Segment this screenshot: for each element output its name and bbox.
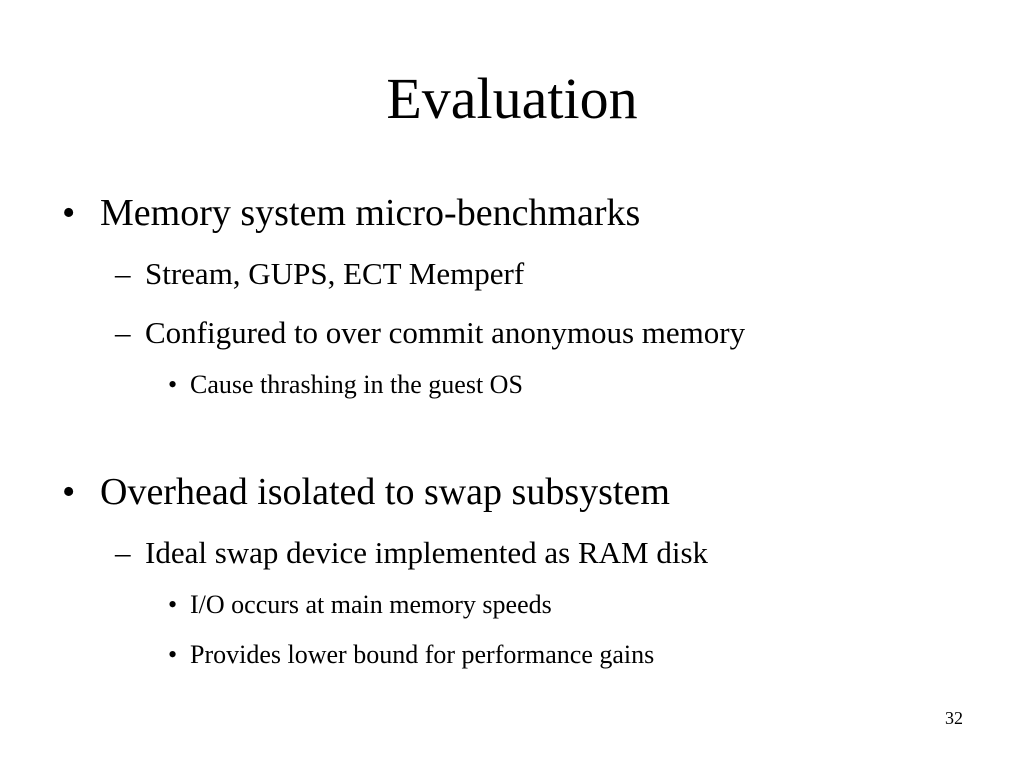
page-number: 32	[945, 708, 963, 728]
dash-marker: –	[115, 535, 131, 570]
bullet-text: Memory system micro-benchmarks	[100, 192, 641, 234]
bullet-marker: •	[168, 370, 178, 399]
sub-bullet-text: Configured to over commit anonymous memo…	[145, 315, 746, 350]
slide-title: Evaluation	[386, 66, 638, 131]
sub-bullet-text: Ideal swap device implemented as RAM dis…	[145, 535, 709, 570]
dash-marker: –	[115, 315, 131, 350]
sub-bullet-text: Stream, GUPS, ECT Memperf	[145, 256, 525, 291]
bullet-marker: •	[62, 192, 76, 234]
sub-sub-bullet-text: I/O occurs at main memory speeds	[190, 590, 552, 619]
bullet-text: Overhead isolated to swap subsystem	[100, 471, 670, 513]
sub-sub-bullet-text: Provides lower bound for performance gai…	[190, 640, 655, 669]
bullet-marker: •	[168, 640, 178, 669]
dash-marker: –	[115, 256, 131, 291]
sub-sub-bullet-text: Cause thrashing in the guest OS	[190, 370, 523, 399]
bullet-marker: •	[168, 590, 178, 619]
bullet-marker: •	[62, 471, 76, 513]
